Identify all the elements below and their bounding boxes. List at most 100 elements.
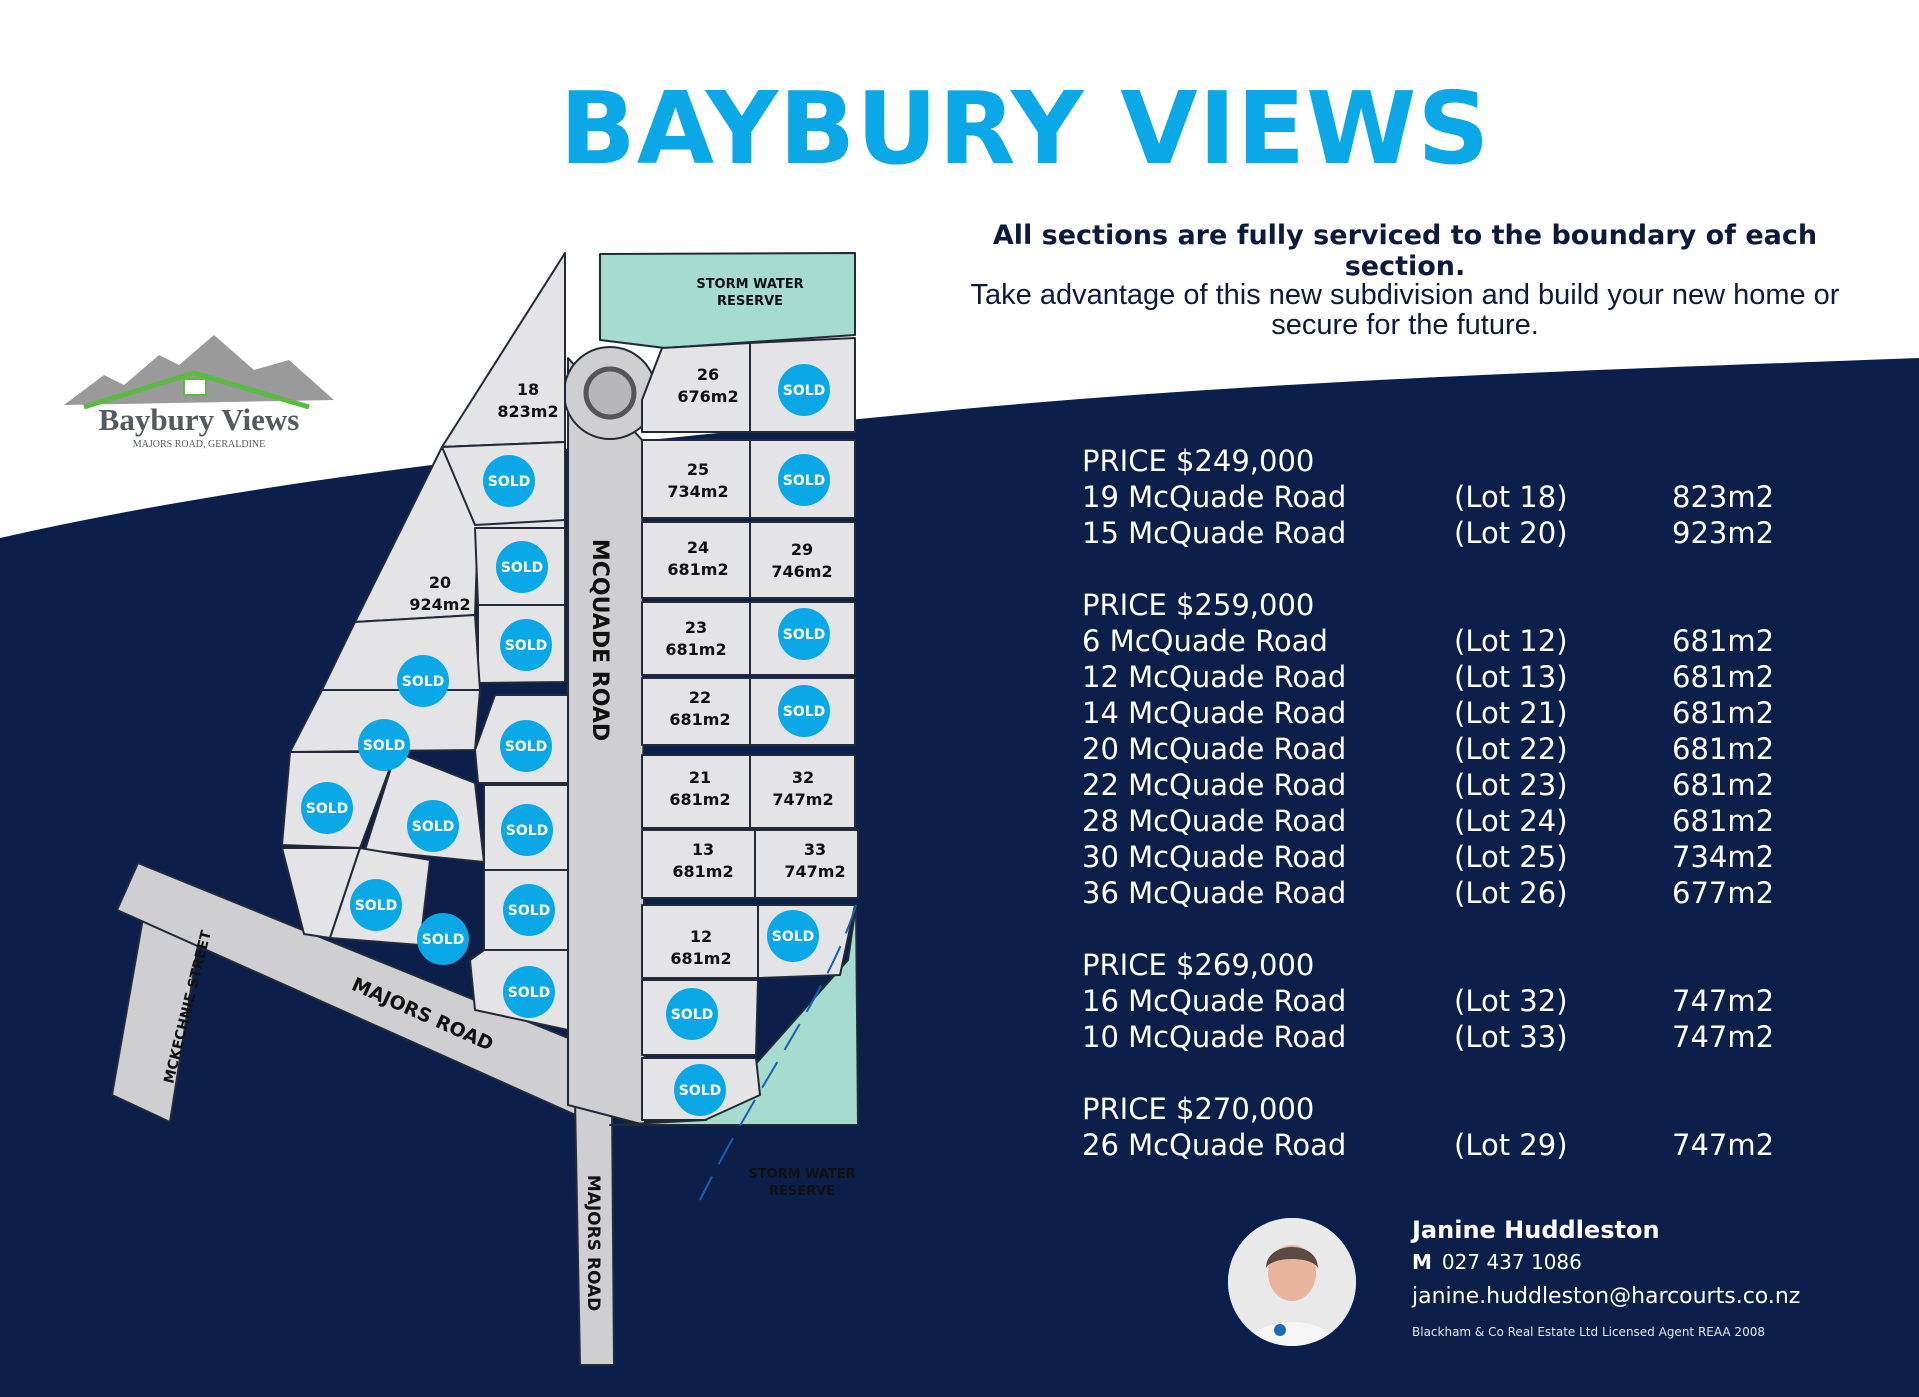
sold-badge: SOLD bbox=[778, 364, 830, 416]
sold-badge-label: SOLD bbox=[505, 739, 548, 755]
sold-badge-circle bbox=[778, 608, 830, 660]
tagline: Take advantage of this new subdivision a… bbox=[970, 279, 1840, 341]
mcquade-road-label: MCQUADE ROAD bbox=[587, 539, 612, 741]
sold-badge-circle bbox=[483, 455, 535, 507]
sold-badge: SOLD bbox=[407, 800, 459, 852]
sold-badge-circle bbox=[778, 454, 830, 506]
house-icon bbox=[183, 378, 207, 396]
reserve-south-line1: STORM WATER bbox=[748, 1167, 855, 1182]
sold-badge-circle bbox=[407, 800, 459, 852]
water-channel bbox=[699, 904, 857, 1201]
sold-badge-label: SOLD bbox=[671, 1007, 714, 1023]
agent-email[interactable]: janine.huddleston@harcourts.co.nz bbox=[1412, 1284, 1801, 1309]
lot-13-number: 13 bbox=[692, 840, 714, 859]
lot-24-number: 24 bbox=[687, 538, 709, 557]
lot-20-number: 20 bbox=[429, 573, 451, 592]
price-heading: PRICE $249,000 bbox=[1082, 444, 1315, 478]
lot-25 bbox=[641, 439, 751, 519]
sold-badge-label: SOLD bbox=[783, 383, 826, 399]
lot-12-number: 12 bbox=[690, 927, 712, 946]
sold-badge: SOLD bbox=[500, 619, 552, 671]
sold-badge-circle bbox=[674, 1064, 726, 1116]
agent-phone-row: M 027 437 1086 bbox=[1412, 1250, 1800, 1274]
lot-21-number: 21 bbox=[689, 768, 711, 787]
sold-badge: SOLD bbox=[500, 720, 552, 772]
agent-photo bbox=[1228, 1218, 1356, 1346]
price-group: PRICE $249,000 19 McQuade Road(Lot 18)82… bbox=[1082, 443, 1802, 551]
lot-22-number: 22 bbox=[689, 688, 711, 707]
sold-badge-label: SOLD bbox=[783, 704, 826, 720]
logo-name: Baybury Views bbox=[99, 402, 300, 437]
price-heading: PRICE $269,000 bbox=[1082, 948, 1315, 982]
sold-badge-label: SOLD bbox=[488, 474, 531, 490]
lot-32-area: 747m2 bbox=[772, 790, 833, 809]
lot-24-area: 681m2 bbox=[667, 560, 728, 579]
sold-badge: SOLD bbox=[666, 988, 718, 1040]
price-group: PRICE $270,000 26 McQuade Road(Lot 29)74… bbox=[1082, 1091, 1802, 1163]
sold-badge: SOLD bbox=[503, 966, 555, 1018]
lot-25-area: 734m2 bbox=[667, 482, 728, 501]
price-heading: PRICE $259,000 bbox=[1082, 588, 1315, 622]
sold-badge-circle bbox=[397, 655, 449, 707]
sold-badge: SOLD bbox=[397, 655, 449, 707]
sold-badge-circle bbox=[503, 884, 555, 936]
mountain-icon bbox=[64, 335, 334, 405]
sold-badge-label: SOLD bbox=[402, 674, 445, 690]
price-list: PRICE $249,000 19 McQuade Road(Lot 18)82… bbox=[1082, 443, 1802, 1199]
lot-26 bbox=[641, 342, 751, 433]
listing-row: 14 McQuade Road(Lot 21)681m2 bbox=[1082, 696, 1775, 730]
listing-row: 12 McQuade Road(Lot 13)681m2 bbox=[1082, 660, 1775, 694]
listing-row: 10 McQuade Road(Lot 33)747m2 bbox=[1082, 1020, 1775, 1054]
avatar bbox=[1228, 1218, 1356, 1346]
lot-13-area: 681m2 bbox=[672, 862, 733, 881]
listing-row: 6 McQuade Road(Lot 12)681m2 bbox=[1082, 624, 1775, 658]
storm-water-reserve-north bbox=[599, 252, 856, 349]
lot-18-area: 823m2 bbox=[497, 402, 558, 421]
lot-20-area: 924m2 bbox=[409, 595, 470, 614]
sold-badge: SOLD bbox=[501, 804, 553, 856]
agent-contact: Janine Huddleston M 027 437 1086 janine.h… bbox=[1412, 1216, 1800, 1339]
agent-phone[interactable]: 027 437 1086 bbox=[1441, 1250, 1582, 1274]
reserve-south-line2: RESERVE bbox=[769, 1184, 835, 1199]
sold-badge-circle bbox=[417, 913, 469, 965]
listing-row: 16 McQuade Road(Lot 32)747m2 bbox=[1082, 984, 1775, 1018]
sold-badge: SOLD bbox=[778, 454, 830, 506]
sold-badge-label: SOLD bbox=[772, 929, 815, 945]
sold-badge-circle bbox=[778, 685, 830, 737]
sold-badge: SOLD bbox=[301, 782, 353, 834]
listing-row: 26 McQuade Road(Lot 29)747m2 bbox=[1082, 1128, 1775, 1162]
lot-12-area: 681m2 bbox=[670, 949, 731, 968]
sold-badge-label: SOLD bbox=[679, 1083, 722, 1099]
sold-markers: SOLD SOLD SOLD SOLD SOLD SOLD SOLD SOLD SOLD SOLD… bbox=[301, 364, 830, 1116]
sold-badge-circle bbox=[301, 782, 353, 834]
lot-33 bbox=[754, 829, 859, 899]
lot-23-area: 681m2 bbox=[665, 640, 726, 659]
reserve-north-line2: RESERVE bbox=[717, 294, 783, 309]
sold-badge: SOLD bbox=[358, 719, 410, 771]
lot-23-number: 23 bbox=[685, 618, 707, 637]
sold-badge-label: SOLD bbox=[306, 801, 349, 817]
phone-label: M bbox=[1412, 1250, 1432, 1274]
listing-row: 28 McQuade Road(Lot 24)681m2 bbox=[1082, 804, 1775, 838]
listing-row: 22 McQuade Road(Lot 23)681m2 bbox=[1082, 768, 1775, 802]
sold-badge: SOLD bbox=[483, 455, 535, 507]
agent-name: Janine Huddleston bbox=[1412, 1216, 1660, 1244]
sold-badge-label: SOLD bbox=[505, 638, 548, 654]
sold-badge-circle bbox=[350, 879, 402, 931]
listing-row: 30 McQuade Road(Lot 25)734m2 bbox=[1082, 840, 1775, 874]
listing-row: 19 McQuade Road(Lot 18)823m2 bbox=[1082, 480, 1775, 514]
sold-badge-label: SOLD bbox=[355, 898, 398, 914]
sold-badge-circle bbox=[500, 720, 552, 772]
listing-row: 36 McQuade Road(Lot 26)677m2 bbox=[1082, 876, 1775, 910]
sold-badge: SOLD bbox=[496, 541, 548, 593]
lot-labels: 18823m226676m225734m224681m229746m220924… bbox=[409, 365, 845, 968]
lot-21-area: 681m2 bbox=[669, 790, 730, 809]
price-group: PRICE $269,000 16 McQuade Road(Lot 32)74… bbox=[1082, 947, 1802, 1055]
sold-badge-label: SOLD bbox=[412, 819, 455, 835]
lot-33-number: 33 bbox=[804, 840, 826, 859]
lot-18-number: 18 bbox=[517, 380, 539, 399]
mcquade-road bbox=[567, 357, 646, 1126]
sold-badge: SOLD bbox=[674, 1064, 726, 1116]
lot-32 bbox=[749, 754, 856, 829]
